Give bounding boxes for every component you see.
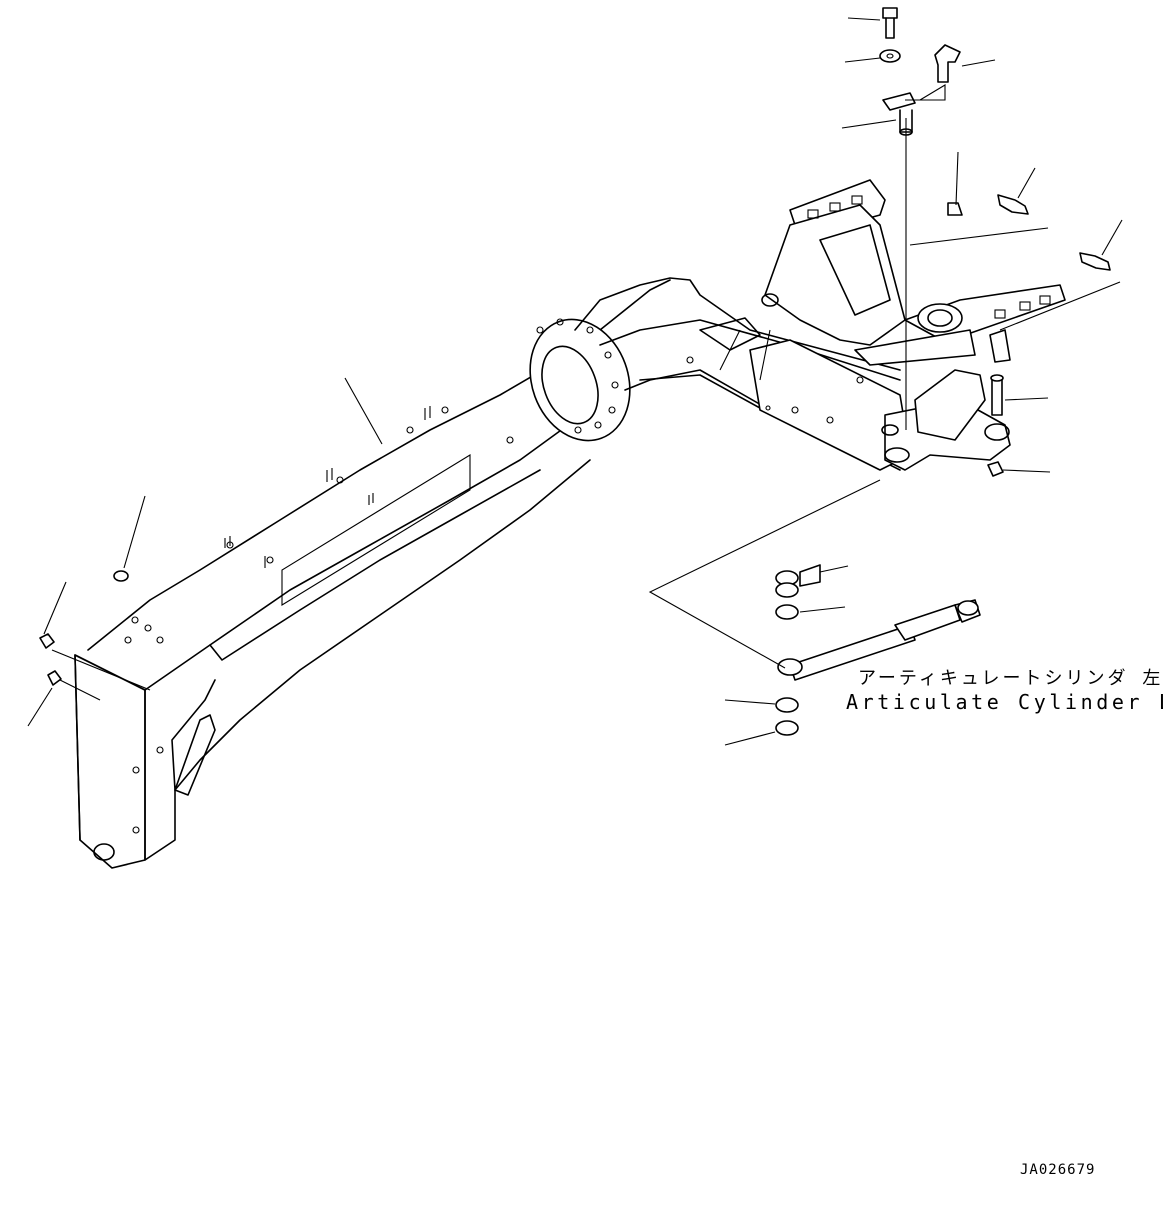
articulate-cylinder [775,564,981,736]
leader-lines [27,17,1123,746]
drawing-id: JA026679 [1020,1162,1096,1178]
cylinder-label-english: Articulate Cylinder L.H. [846,690,1163,714]
rear-frame-boom [74,279,671,869]
cylinder-label-japanese: アーティキュレートシリンダ 左 [858,668,1163,689]
upper-tower [761,179,1066,441]
left-fastener-set [39,570,129,686]
swing-flange [529,318,631,442]
top-bolt-set [879,7,1111,477]
